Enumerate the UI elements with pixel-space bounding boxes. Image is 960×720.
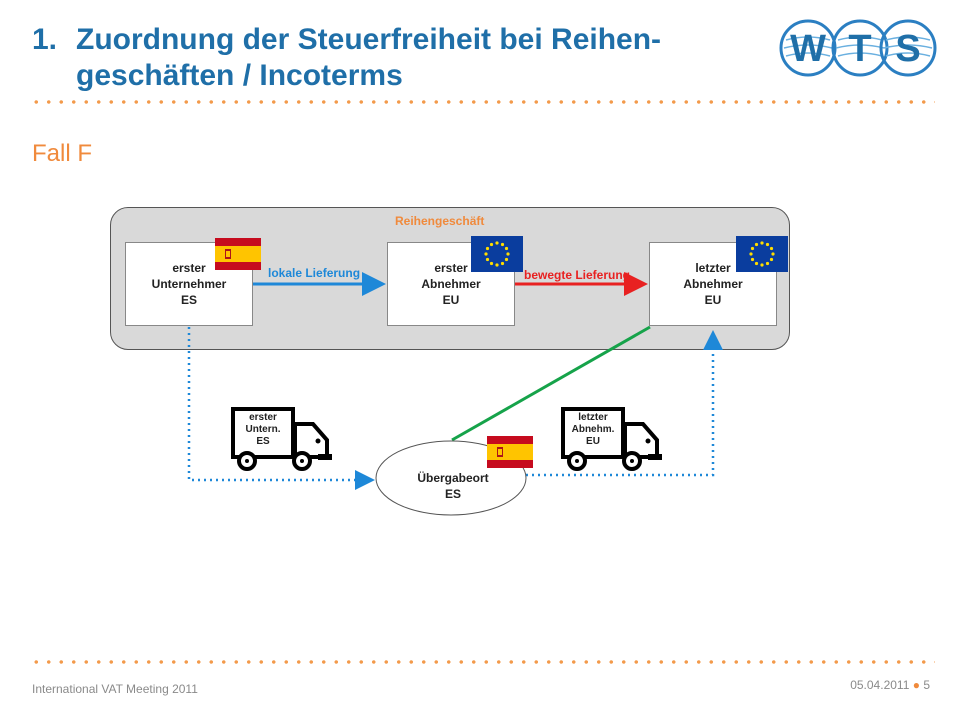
title-line-2: geschäften / Incoterms	[76, 59, 403, 92]
eu-flag-icon	[736, 236, 788, 272]
spain-flag-icon	[487, 436, 533, 468]
truck-icon-first-company	[231, 407, 332, 471]
truck-label-line: EU	[586, 436, 600, 447]
handover-line: Übergabeort	[417, 471, 489, 485]
party-line: letzter	[695, 261, 731, 275]
truck-label-last-customer: letzter Abnehm. EU	[566, 412, 620, 448]
handover-label: Übergabeort ES	[383, 470, 523, 502]
title-line-1: Zuordnung der Steuerfreiheit bei Reihen-	[76, 23, 662, 56]
spain-flag-icon	[215, 238, 261, 270]
truck-label-line: ES	[256, 436, 270, 447]
party-line: erster	[172, 261, 206, 275]
truck-label-first-company: erster Untern. ES	[236, 412, 290, 448]
footer-date: 05.04.2011	[850, 678, 910, 692]
page-title: Zuordnung der Steuerfreiheit bei Reihen-…	[76, 22, 716, 94]
party-line: EU	[704, 293, 722, 307]
eu-flag-icon	[471, 236, 523, 272]
truck-label-line: Untern.	[245, 424, 281, 435]
dotted-path-last-customer	[526, 330, 723, 477]
truck-label-line: erster	[249, 412, 277, 423]
local-delivery-label: lokale Lieferung	[268, 266, 361, 280]
footer-separator: ●	[912, 678, 920, 692]
party-line: Abnehmer	[683, 277, 743, 291]
handover-line: ES	[444, 487, 461, 501]
party-line: Abnehmer	[421, 277, 481, 291]
footer-divider	[30, 660, 935, 664]
party-line: EU	[442, 293, 460, 307]
moving-delivery-label: bewegte Lieferung	[524, 268, 631, 282]
party-line: erster	[434, 261, 468, 275]
truck-label-line: Abnehm.	[571, 424, 615, 435]
handover-link	[451, 325, 651, 442]
footer-event: International VAT Meeting 2011	[32, 682, 198, 696]
truck-label-line: letzter	[578, 412, 608, 423]
title-number: 1.	[32, 23, 58, 56]
case-subtitle: Fall F	[32, 140, 92, 167]
party-line: Unternehmer	[151, 277, 227, 291]
party-line: ES	[180, 293, 197, 307]
page-number: 5	[923, 678, 930, 692]
truck-icon-last-customer	[561, 407, 662, 471]
header-divider	[30, 100, 935, 104]
footer-meta: 05.04.2011 ● 5	[850, 678, 930, 692]
chain-transaction-label: Reihengeschäft	[395, 214, 485, 228]
